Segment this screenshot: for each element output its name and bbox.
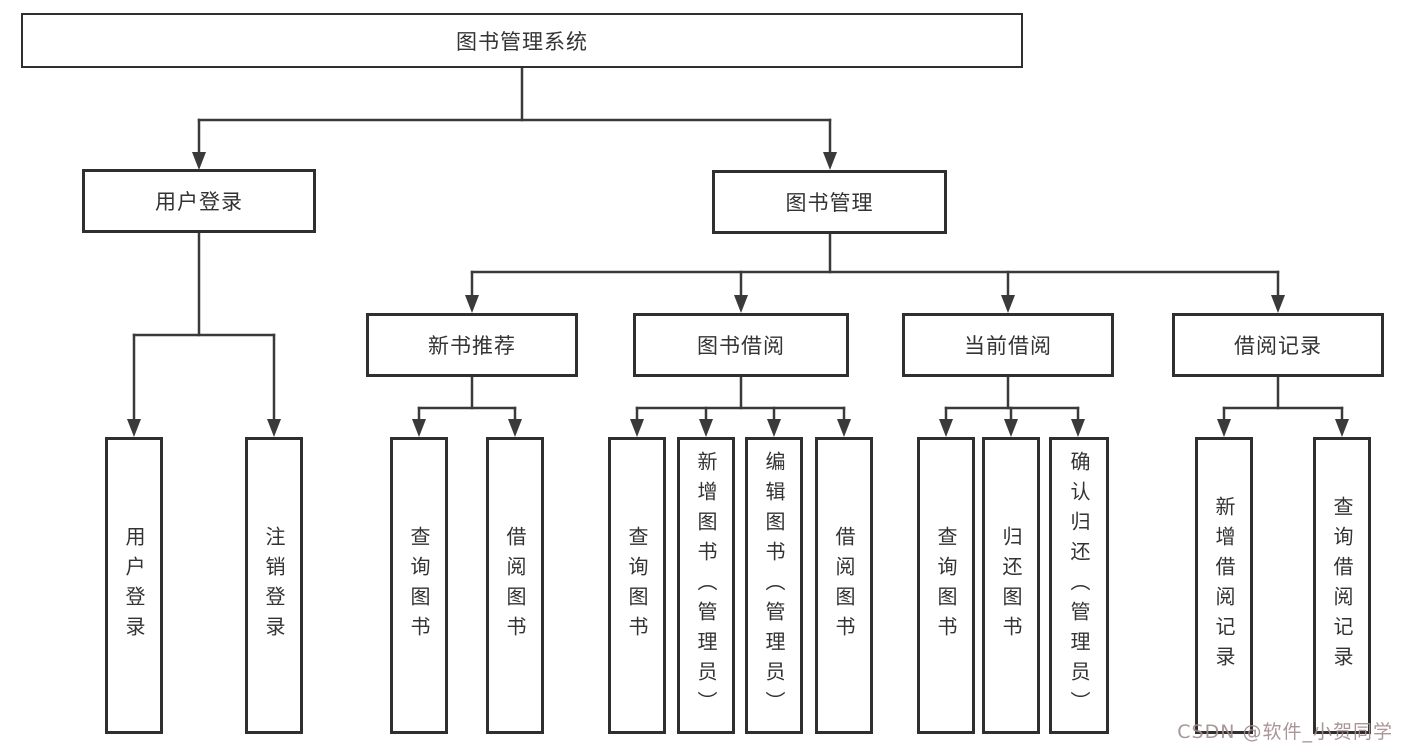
leaf-add-borrow-record: 新增借阅记录 — [1195, 437, 1253, 734]
leaf-borrow-books-borrowing: 借阅图书 — [815, 437, 873, 734]
leaf-logout-login: 注销登录 — [245, 437, 303, 734]
leaf-query-borrow-record: 查询借阅记录 — [1313, 437, 1371, 734]
csdn-watermark: CSDN @软件_小贺同学 — [1177, 721, 1393, 743]
leaf-edit-books-admin: 编辑图书（管理员） — [745, 437, 803, 734]
leaf-query-books-current: 查询图书 — [917, 437, 975, 734]
node-new-book-recommendation: 新书推荐 — [366, 313, 578, 377]
node-borrowing-records: 借阅记录 — [1172, 313, 1384, 377]
node-book-borrowing: 图书借阅 — [633, 313, 849, 377]
leaf-query-books-borrowing: 查询图书 — [608, 437, 666, 734]
leaf-query-books-recommend: 查询图书 — [390, 437, 448, 734]
leaf-return-books: 归还图书 — [982, 437, 1040, 734]
node-current-borrowing: 当前借阅 — [902, 313, 1114, 377]
node-library-management-system: 图书管理系统 — [21, 13, 1023, 68]
leaf-user-login: 用户登录 — [105, 437, 163, 734]
leaf-confirm-return-admin: 确认归还（管理员） — [1049, 437, 1109, 734]
node-user-login: 用户登录 — [82, 169, 316, 233]
leaf-add-books-admin: 新增图书（管理员） — [677, 437, 735, 734]
leaf-borrow-books-recommend: 借阅图书 — [486, 437, 544, 734]
node-book-management: 图书管理 — [712, 170, 947, 234]
